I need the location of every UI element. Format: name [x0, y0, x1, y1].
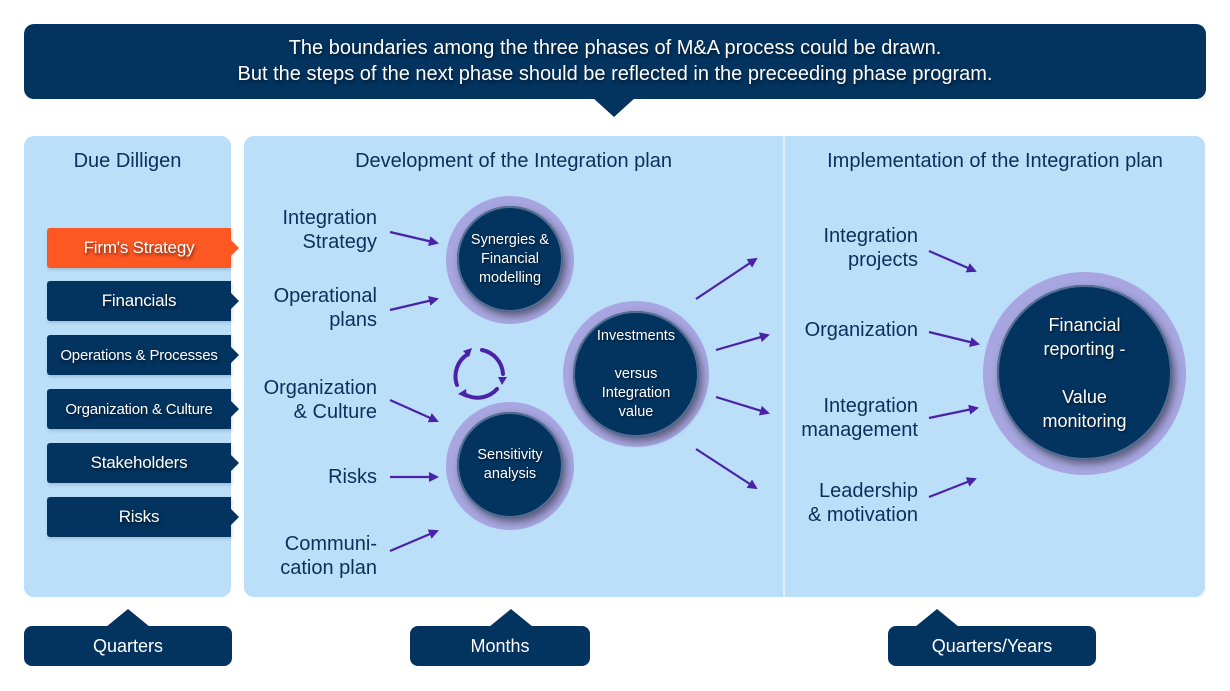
- pointer-right-icon: [231, 455, 239, 471]
- node-line: Value: [1062, 386, 1107, 407]
- investments-node: Investments versus Integration value: [563, 301, 709, 447]
- dd-item-stakeholders[interactable]: Stakeholders: [47, 443, 239, 483]
- node-line: modelling: [478, 269, 542, 286]
- node-line: Integration: [601, 384, 671, 401]
- timeframe-months: Months: [410, 626, 590, 666]
- synergies-node: Synergies & Financial modelling: [446, 196, 574, 324]
- dd-item-label: Operations & Processes: [60, 346, 218, 364]
- dd-item-operations-processes[interactable]: Operations & Processes: [47, 335, 239, 375]
- input-organization: Organization: [790, 318, 918, 342]
- input-operational-plans: Operational plans: [250, 284, 377, 332]
- input-organization-culture: Organization & Culture: [250, 376, 377, 424]
- label-line: Organization: [804, 319, 918, 341]
- label-line: cation plan: [280, 557, 377, 579]
- implementation-title: Implementation of the Integration plan: [827, 150, 1163, 172]
- arrow-out-4: [695, 448, 758, 490]
- banner-line-2: But the steps of the next phase should b…: [237, 63, 993, 85]
- arrow-out-1: [695, 257, 758, 300]
- label-line: Communi-: [284, 533, 377, 555]
- sensitivity-node: Sensitivity analysis: [446, 402, 574, 530]
- banner-pointer: [592, 97, 636, 117]
- financial-reporting-core: Financial reporting - Value monitoring: [997, 285, 1172, 460]
- label-line: Risks: [328, 466, 377, 488]
- node-line: Financial: [480, 250, 540, 267]
- node-line: Synergies &: [470, 231, 550, 248]
- input-integration-projects: Integration projects: [790, 224, 918, 272]
- banner-line-1: The boundaries among the three phases of…: [288, 37, 942, 59]
- arrow-out-2: [715, 332, 770, 352]
- node-line: Investments: [596, 327, 676, 344]
- input-integration-management: Integration management: [790, 394, 918, 442]
- cycle-arrows-icon: [453, 348, 507, 400]
- arrow-out-3: [715, 395, 770, 416]
- pointer-right-icon: [231, 293, 239, 309]
- arrow-operational-plans: [389, 295, 439, 312]
- node-line: Financial: [1048, 314, 1121, 335]
- arrow-integration-projects: [928, 249, 977, 273]
- label-line: Strategy: [302, 231, 377, 253]
- label-line: Integration: [282, 207, 377, 229]
- label-line: & Culture: [293, 401, 377, 423]
- label-line: projects: [847, 249, 918, 271]
- input-leadership-motivation: Leadership & motivation: [790, 479, 918, 527]
- label-line: Integration: [823, 225, 918, 247]
- arrow-organization-culture: [389, 398, 439, 423]
- top-banner: The boundaries among the three phases of…: [24, 24, 1206, 99]
- node-line: Sensitivity: [477, 447, 543, 463]
- pointer-right-icon: [231, 347, 239, 363]
- quarters-pointer: [106, 609, 150, 627]
- label-line: Leadership: [819, 480, 918, 502]
- node-line: reporting -: [1043, 338, 1126, 359]
- dd-item-label: Financials: [101, 291, 177, 310]
- label-line: Organization: [263, 377, 377, 399]
- label-line: plans: [329, 309, 377, 331]
- arrow-communication-plan: [389, 529, 439, 553]
- pointer-right-icon: [231, 240, 239, 256]
- dd-item-financials[interactable]: Financials: [47, 281, 239, 321]
- timeframe-quarters-years: Quarters/Years: [888, 626, 1096, 666]
- label-line: management: [801, 419, 918, 441]
- quarters-years-pointer: [915, 609, 959, 627]
- arrow-leadership-motivation: [928, 477, 977, 499]
- arrow-integration-management: [928, 404, 979, 420]
- dd-item-label: Stakeholders: [90, 453, 188, 472]
- dd-item-label: Risks: [118, 507, 160, 526]
- arrow-organization: [928, 330, 980, 347]
- due-diligence-title: Due Dilligen: [73, 150, 182, 172]
- pointer-right-icon: [231, 509, 239, 525]
- label-line: Integration: [823, 395, 918, 417]
- dd-item-label: Organization & Culture: [65, 400, 213, 418]
- input-communication-plan: Communi- cation plan: [250, 532, 377, 580]
- synergies-core: Synergies & Financial modelling: [457, 206, 563, 312]
- label-line: & motivation: [807, 504, 918, 526]
- sensitivity-core: Sensitivity analysis: [457, 412, 563, 518]
- development-title: Development of the Integration plan: [355, 150, 672, 172]
- node-line: monitoring: [1042, 410, 1127, 431]
- dd-item-risks[interactable]: Risks: [47, 497, 239, 537]
- input-risks: Risks: [250, 465, 377, 489]
- arrow-integration-strategy: [389, 230, 439, 247]
- investments-core: Investments versus Integration value: [573, 311, 699, 437]
- phase-divider: [783, 136, 785, 597]
- input-integration-strategy: Integration Strategy: [250, 206, 377, 254]
- node-line: value: [618, 403, 654, 420]
- node-line: versus: [614, 365, 658, 382]
- timeframe-quarters: Quarters: [24, 626, 232, 666]
- dd-item-organization-culture[interactable]: Organization & Culture: [47, 389, 239, 429]
- financial-reporting-node: Financial reporting - Value monitoring: [983, 272, 1186, 475]
- pointer-right-icon: [231, 401, 239, 417]
- months-pointer: [489, 609, 533, 627]
- dd-item-label: Firm's Strategy: [83, 238, 195, 257]
- label-line: Operational: [273, 285, 377, 307]
- node-line: analysis: [483, 466, 537, 482]
- dd-item-firms-strategy[interactable]: Firm's Strategy: [47, 228, 239, 268]
